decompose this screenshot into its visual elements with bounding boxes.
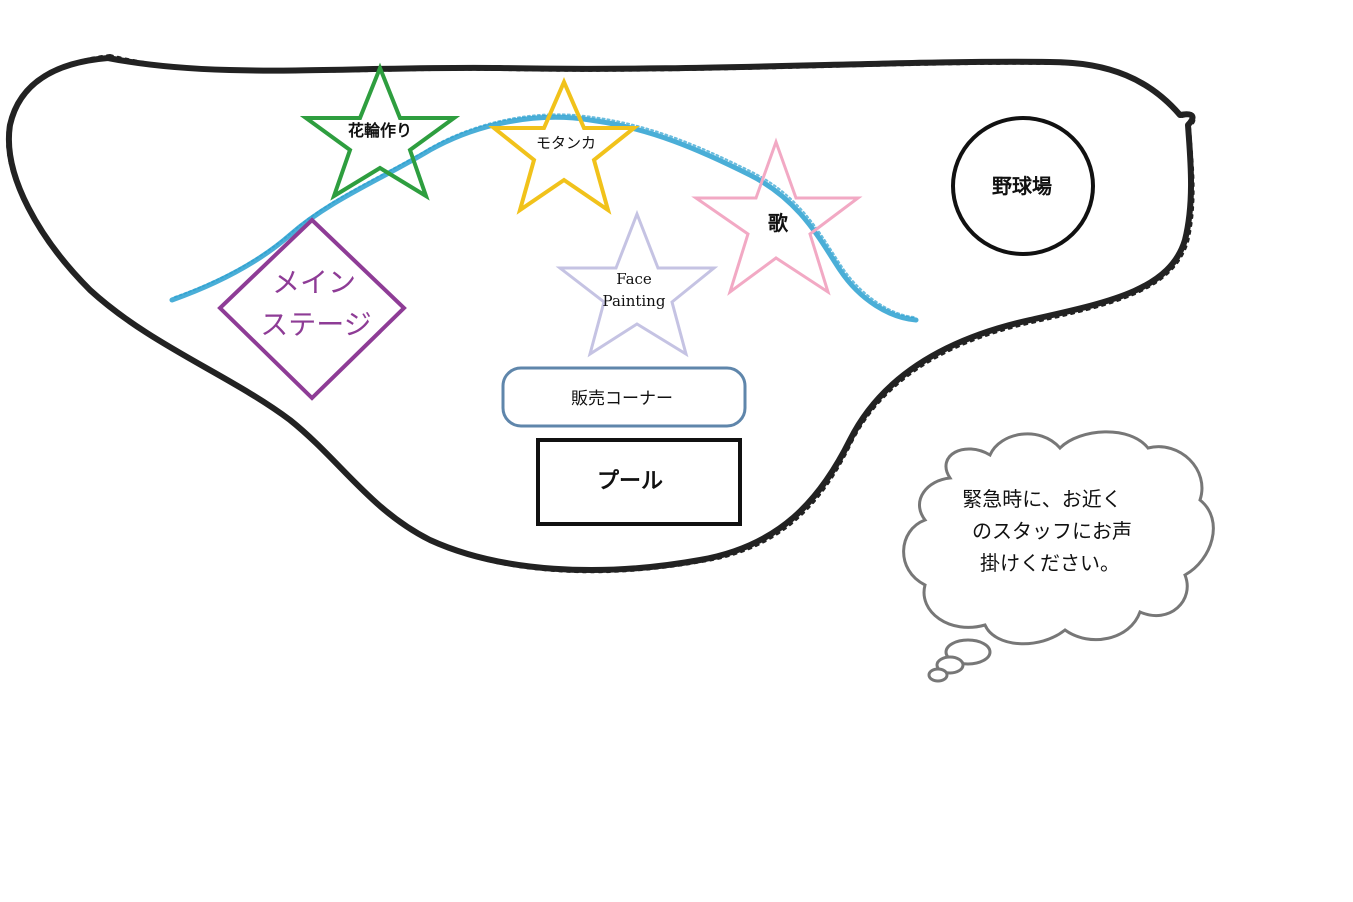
motanka-label: モタンカ — [536, 134, 596, 152]
main-stage-label-line1: メイン — [272, 266, 356, 299]
motanka-star: モタンカ — [488, 76, 640, 215]
emergency-note-line2: のスタッフにお声 — [972, 519, 1132, 543]
park-outline — [6, 54, 1196, 574]
main-stage-label-line2: ステージ — [260, 308, 371, 341]
main-stage: メイン ステージ — [217, 217, 407, 401]
emergency-note-line3: 掛けください。 — [980, 551, 1120, 575]
face-painting-label-line2: Painting — [603, 292, 666, 310]
shop-corner-label: 販売コーナー — [571, 389, 673, 409]
face-painting-label-line1: Face — [616, 270, 652, 288]
river — [169, 113, 919, 323]
pool: プール — [536, 438, 742, 526]
emergency-note-cloud: 緊急時に、お近く のスタッフにお声 掛けください。 — [902, 430, 1215, 683]
pool-label: プール — [597, 469, 663, 494]
flower-crown-star: 花輪作り — [299, 62, 461, 201]
baseball-field-label: 野球場 — [992, 174, 1052, 198]
song-star: 歌 — [691, 137, 863, 296]
face-painting-star: Face Painting — [555, 209, 719, 358]
shop-corner: 販売コーナー — [501, 366, 747, 428]
baseball-field: 野球場 — [951, 116, 1095, 256]
emergency-note-line1: 緊急時に、お近く — [962, 487, 1121, 511]
flower-crown-label: 花輪作り — [348, 121, 412, 140]
song-label: 歌 — [768, 211, 789, 235]
